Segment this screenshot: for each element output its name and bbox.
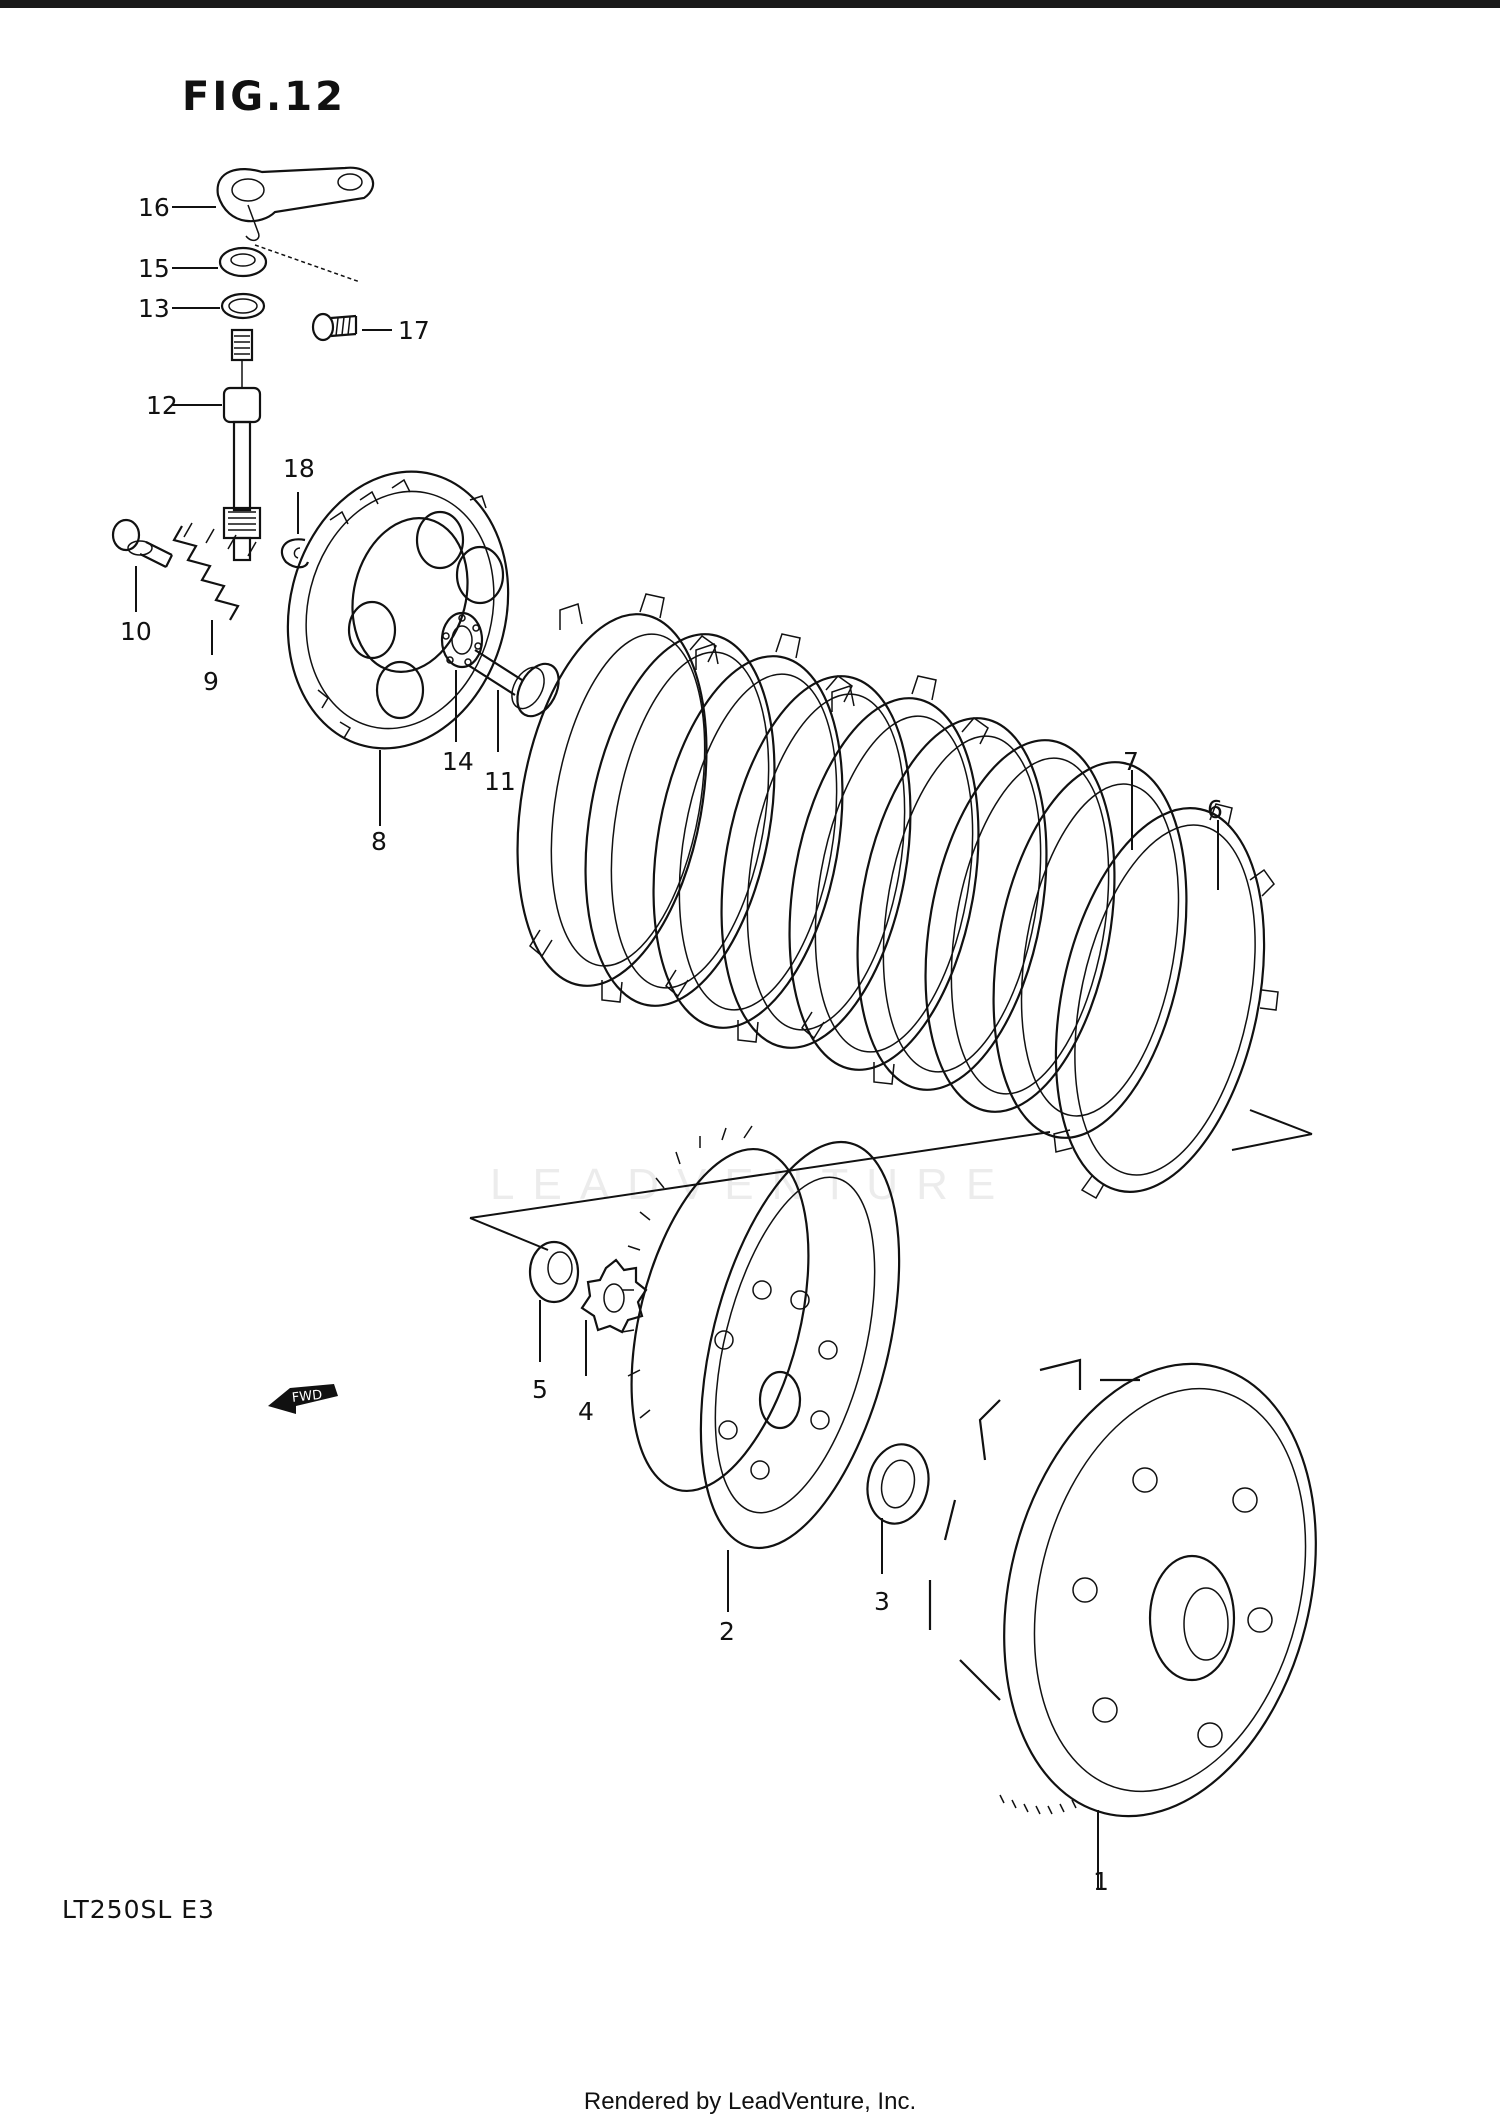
part-5-clutch-nut [528, 1240, 580, 1304]
watermark-text: LEADVENTURE [490, 1160, 1014, 1209]
callout-16: 16 [138, 193, 170, 222]
part-2-clutch-sleeve-hub [621, 1125, 901, 1550]
callout-18: 18 [283, 454, 315, 483]
callout-17: 17 [398, 316, 430, 345]
part-3-thrust-washer [866, 1443, 930, 1525]
part-4-lock-washer [580, 1258, 648, 1334]
assembly-line-upper [1249, 1109, 1313, 1135]
part-12-release-shaft [222, 328, 262, 562]
callout-7: 7 [1123, 747, 1139, 776]
assembly-line-left [469, 1131, 1051, 1219]
figure-title: FIG.12 [182, 74, 346, 120]
part-18-circlip [280, 538, 310, 569]
callout-12: 12 [146, 391, 178, 420]
footer-credit: Rendered by LeadVenture, Inc. [583, 2088, 917, 2115]
part-14-bearing [440, 611, 484, 669]
fwd-arrow: FWD [268, 1384, 338, 1414]
assembly-guide-line [254, 244, 361, 283]
part-10-bolt [111, 518, 173, 568]
callout-3: 3 [874, 1587, 890, 1616]
fwd-label: FWD [291, 1388, 323, 1406]
clutch-plate-stack [516, 593, 1188, 1139]
part-1-primary-driven-gear [928, 1358, 1317, 1818]
callout-4: 4 [578, 1397, 594, 1426]
callout-13: 13 [138, 294, 170, 323]
part-6-clutch-plate [1053, 803, 1279, 1200]
assembly-line-down [469, 1217, 549, 1251]
callout-5: 5 [532, 1375, 548, 1404]
callout-8: 8 [371, 827, 387, 856]
callout-15: 15 [138, 254, 170, 283]
part-13-o-ring [220, 292, 266, 320]
top-border [0, 0, 1500, 8]
part-15-oil-seal [218, 246, 268, 278]
part-8-pressure-plate [286, 470, 510, 750]
callout-11: 11 [484, 767, 516, 796]
callout-14: 14 [442, 747, 474, 776]
part-17-bolt [311, 312, 358, 342]
part-11-push-piece [467, 649, 560, 718]
callout-2: 2 [719, 1617, 735, 1646]
part-16-release-arm [216, 166, 375, 242]
assembly-line-right [1231, 1133, 1313, 1151]
callout-1: 1 [1093, 1867, 1109, 1896]
part-9-clutch-spring [172, 522, 257, 621]
model-code: LT250SL E3 [62, 1895, 215, 1924]
callout-9: 9 [203, 667, 219, 696]
callout-6: 6 [1207, 795, 1223, 824]
callout-10: 10 [120, 617, 152, 646]
